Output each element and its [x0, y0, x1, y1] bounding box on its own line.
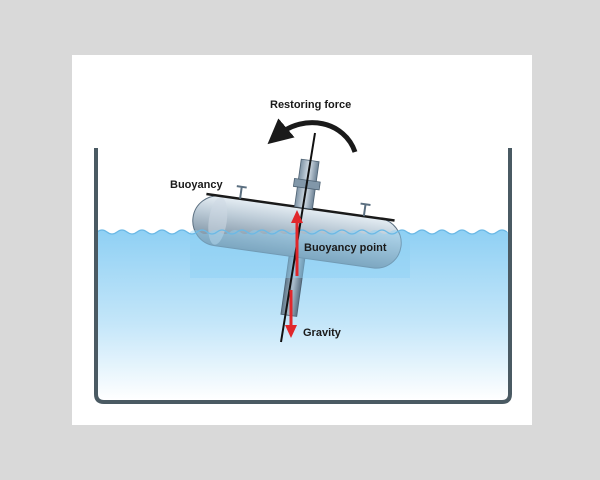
arrow-down-icon [285, 325, 297, 338]
curved-arrow-counterclockwise-icon [267, 118, 358, 153]
tank-wall [94, 148, 512, 404]
water-surface-line [96, 229, 508, 235]
label-buoyancy-point: Buoyancy point [304, 242, 387, 254]
buoyancy-force-arrow [291, 210, 303, 276]
label-gravity: Gravity [303, 327, 342, 339]
label-restoring-force: Restoring force [270, 99, 351, 111]
arrow-up-icon [291, 210, 303, 223]
water-overlay [190, 230, 410, 278]
label-buoyancy: Buoyancy [170, 179, 223, 191]
hull-fitting [236, 185, 371, 217]
gravity-force-arrow [285, 290, 297, 338]
water [97, 230, 508, 400]
